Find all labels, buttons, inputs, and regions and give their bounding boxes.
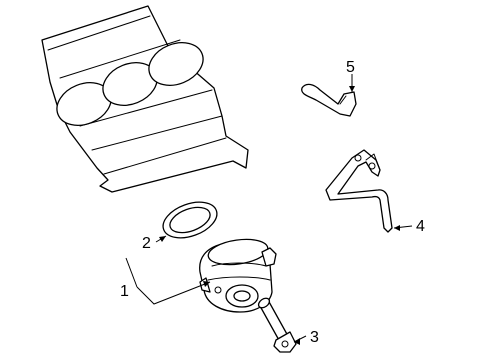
callout-2: 2 <box>142 235 151 252</box>
gasket-ring <box>162 201 218 239</box>
callout-4: 4 <box>416 218 425 235</box>
engine-block <box>41 5 249 193</box>
arrowheads <box>159 86 400 345</box>
coolant-hose <box>301 83 357 117</box>
callout-3: 3 <box>310 329 319 346</box>
callout-1: 1 <box>120 283 129 300</box>
oil-tube-bracket <box>325 149 393 233</box>
callout-5: 5 <box>346 59 355 76</box>
thermostat-housing <box>199 238 277 313</box>
bolt <box>257 297 297 353</box>
